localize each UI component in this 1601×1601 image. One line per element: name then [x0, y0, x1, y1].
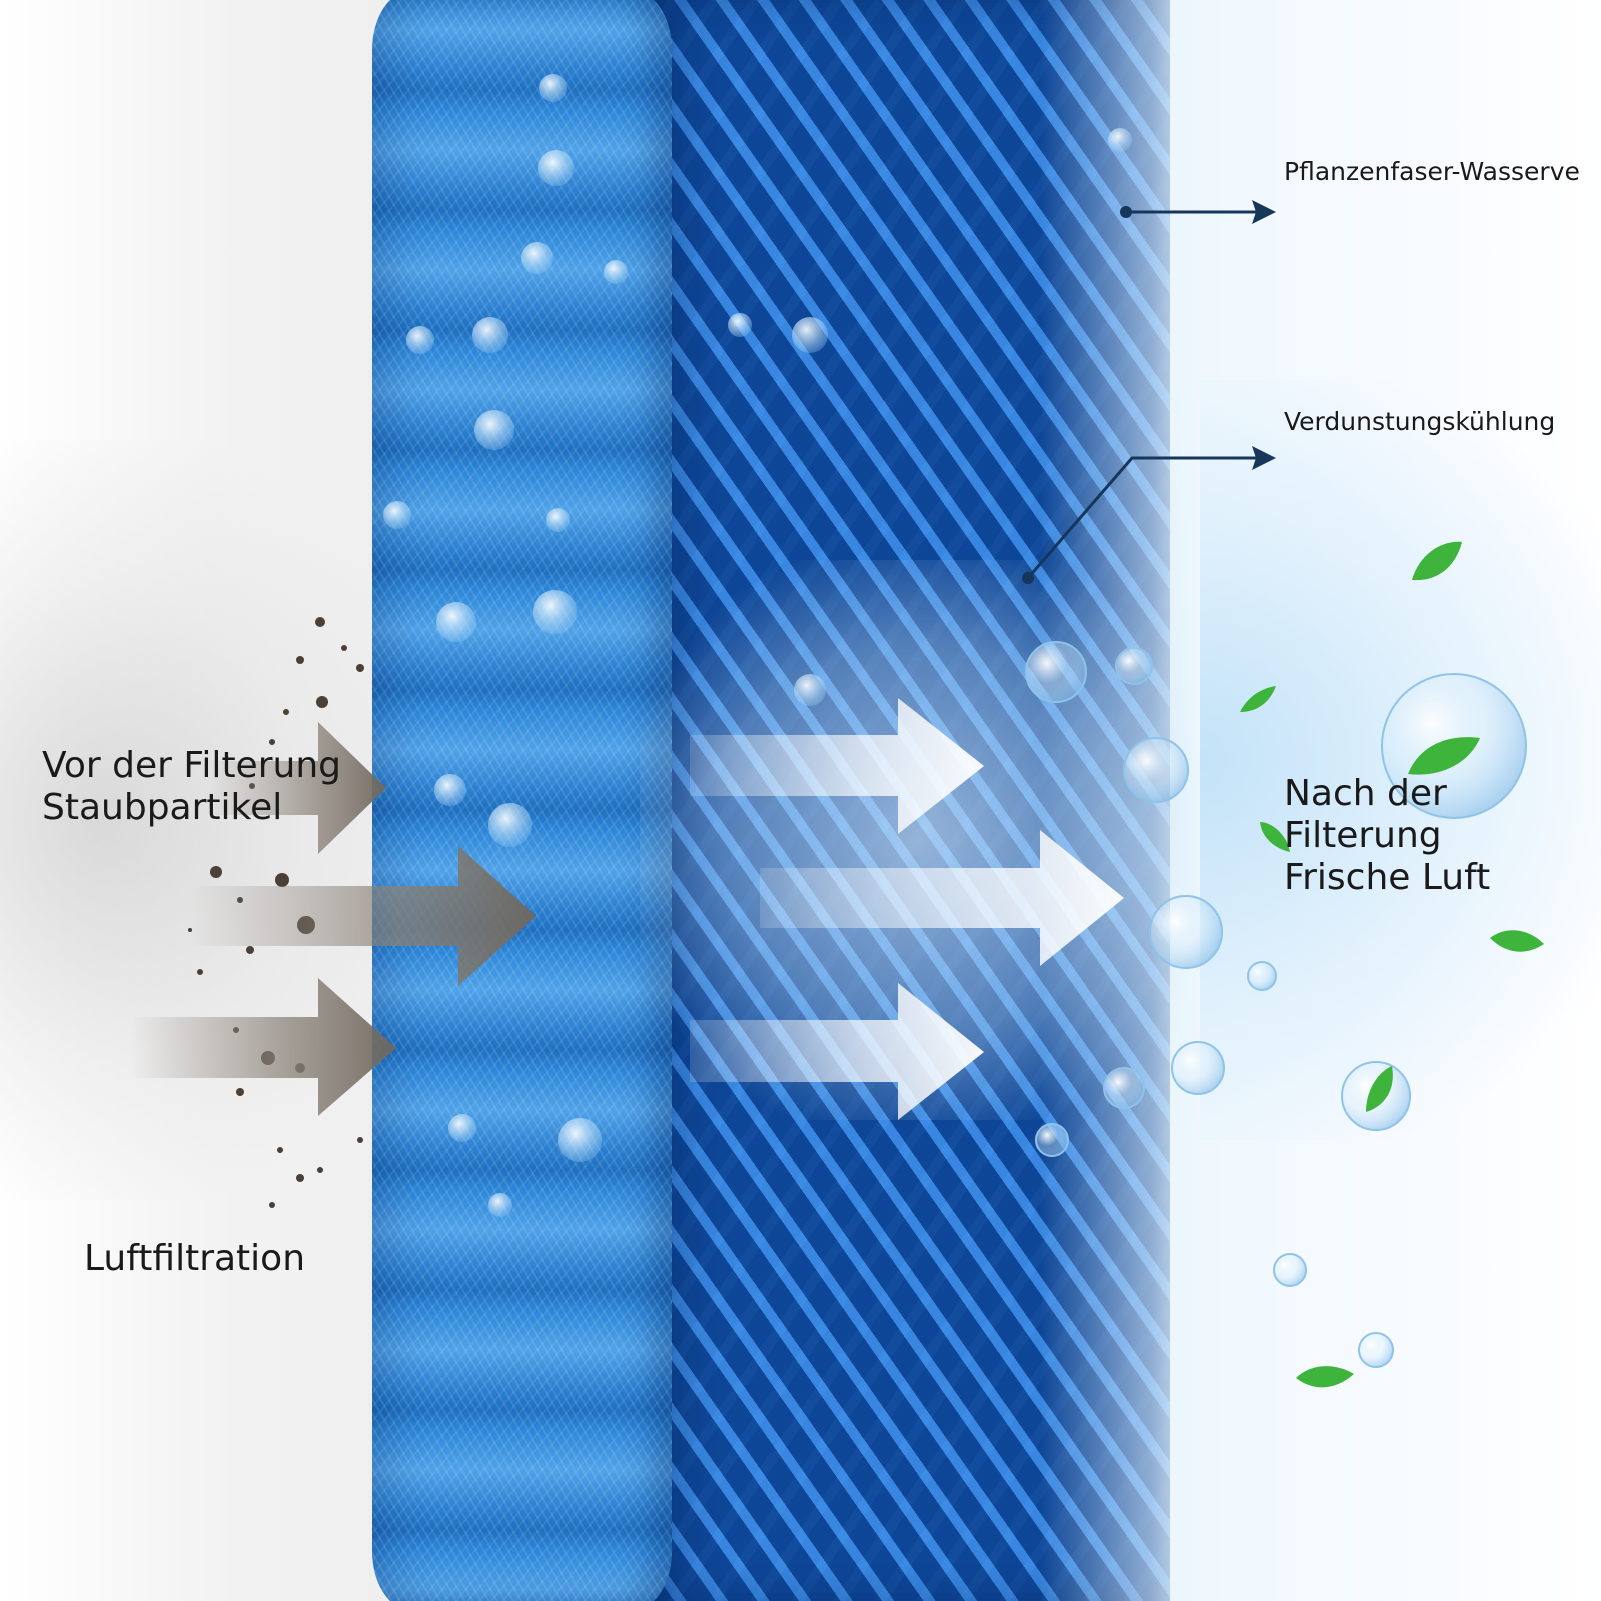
label-plant-fiber: Pflanzenfaser-Wasserve: [1284, 157, 1580, 186]
callout-pflanzen: [1120, 200, 1276, 224]
droplet: [533, 590, 577, 634]
arrow-icon: [210, 722, 386, 854]
bubble-icon: [1025, 641, 1087, 703]
bubble-icon: [1103, 1067, 1145, 1109]
droplet: [558, 1118, 602, 1162]
droplet: [488, 1193, 512, 1217]
droplet: [539, 74, 567, 102]
leaf-icon: [1366, 1066, 1393, 1112]
arrow-icon: [1252, 446, 1276, 470]
leaf-icon: [1260, 822, 1290, 852]
leaves: [1240, 541, 1544, 1388]
arrow-icon: [690, 698, 984, 834]
bubble-icon: [1247, 961, 1277, 991]
droplet: [383, 501, 411, 529]
droplet: [472, 317, 508, 353]
dust-arrows: [130, 722, 536, 1116]
arrow-icon: [190, 846, 536, 986]
bubble-icon: [1115, 647, 1153, 685]
air-bubbles: [1025, 641, 1527, 1368]
leaf-icon: [1408, 737, 1480, 775]
bubble-icon: [1358, 1332, 1394, 1368]
arrow-icon: [1252, 200, 1276, 224]
droplet: [728, 313, 752, 337]
droplet: [488, 803, 532, 847]
water-droplets: [383, 74, 1132, 1217]
leaf-icon: [1240, 686, 1276, 712]
label-before-filtering: Vor der Filterung Staubpartikel: [42, 745, 341, 828]
callout-verdunstung: [1022, 446, 1276, 584]
droplet: [794, 674, 826, 706]
bubble-icon: [1273, 1253, 1307, 1287]
droplet: [792, 317, 828, 353]
leaf-icon: [1296, 1366, 1354, 1388]
leaf-icon: [1412, 541, 1462, 581]
droplet: [434, 774, 466, 806]
label-evaporative-cooling: Verdunstungskühlung: [1284, 407, 1556, 436]
droplet: [521, 242, 553, 274]
droplet: [448, 1114, 476, 1142]
droplet: [474, 410, 514, 450]
leaf-icon: [1490, 930, 1544, 952]
arrow-icon: [760, 830, 1124, 966]
label-air-filtration: Luftfiltration: [84, 1238, 306, 1279]
arrow-icon: [690, 983, 984, 1120]
bubble-icon: [1149, 895, 1223, 969]
droplet: [604, 260, 628, 284]
droplet: [546, 508, 570, 532]
droplet: [538, 150, 574, 186]
label-after-filtering: Nach der Filterung Frische Luft: [1284, 773, 1491, 898]
clean-air-arrows: [690, 698, 1124, 1120]
bubble-icon: [1171, 1041, 1225, 1095]
bubble-icon: [1123, 737, 1189, 803]
droplet: [1108, 128, 1132, 152]
arrow-icon: [130, 978, 396, 1116]
droplet: [436, 602, 476, 642]
bubble-icon: [1035, 1123, 1069, 1157]
droplet: [406, 326, 434, 354]
